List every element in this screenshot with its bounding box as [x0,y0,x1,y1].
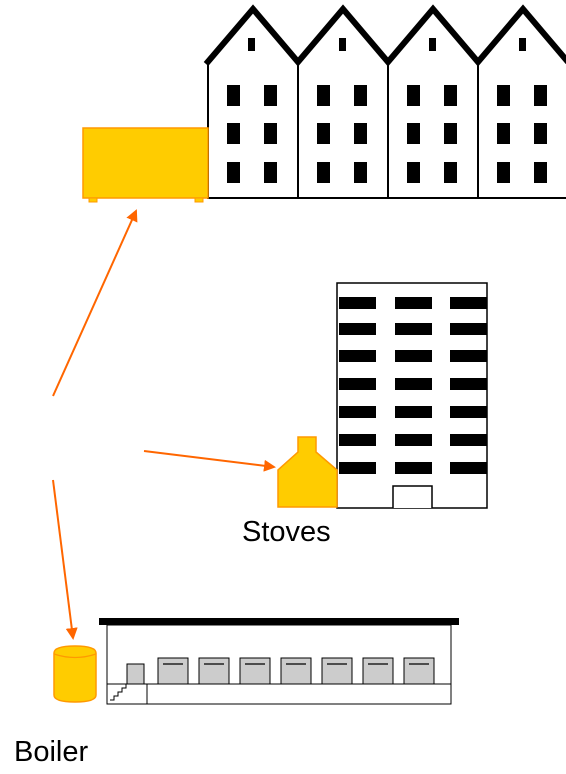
warehouse-bays [157,657,435,685]
row-house [207,8,299,199]
warehouse-bay-door [362,657,394,685]
apartment-window [395,350,432,362]
warehouse-bay-door [280,657,312,685]
warehouse-bay-door [198,657,230,685]
apartment-window [450,378,487,390]
apartment-window [339,406,376,418]
boiler-label: Boiler [14,736,89,768]
apartment-window [395,434,432,446]
apartment-window [339,297,376,309]
row-houses-icon [203,4,566,199]
stove-unit-icon [277,436,338,508]
apartment-window [450,297,487,309]
arrow-icon [52,479,78,640]
apartment-window [450,350,487,362]
row-house [477,8,566,199]
apartment-window [450,434,487,446]
container-unit-icon [82,127,209,203]
apartment-window [339,434,376,446]
apartment-window [450,462,487,474]
arrow-icon [52,209,138,397]
flow-arrows [52,209,276,640]
apartment-window [395,323,432,335]
apartment-windows [339,297,487,474]
warehouse-icon [99,618,459,705]
apartment-window [450,406,487,418]
warehouse-bay-door [403,657,435,685]
apartment-window [395,378,432,390]
arrow-icon [143,450,276,472]
warehouse-bay-door [321,657,353,685]
stoves-label: Stoves [242,516,331,548]
apartment-window [395,406,432,418]
boiler-tank-icon [53,645,97,703]
apartment-window [395,462,432,474]
apartment-window [339,378,376,390]
warehouse-bay-door [157,657,189,685]
row-house [387,8,479,199]
apartment-window [339,323,376,335]
row-house [297,8,389,199]
apartment-window [395,297,432,309]
apartment-window [339,350,376,362]
apartment-window [339,462,376,474]
apartment-window [450,323,487,335]
apartment-block-icon [336,282,488,509]
warehouse-bay-door [239,657,271,685]
